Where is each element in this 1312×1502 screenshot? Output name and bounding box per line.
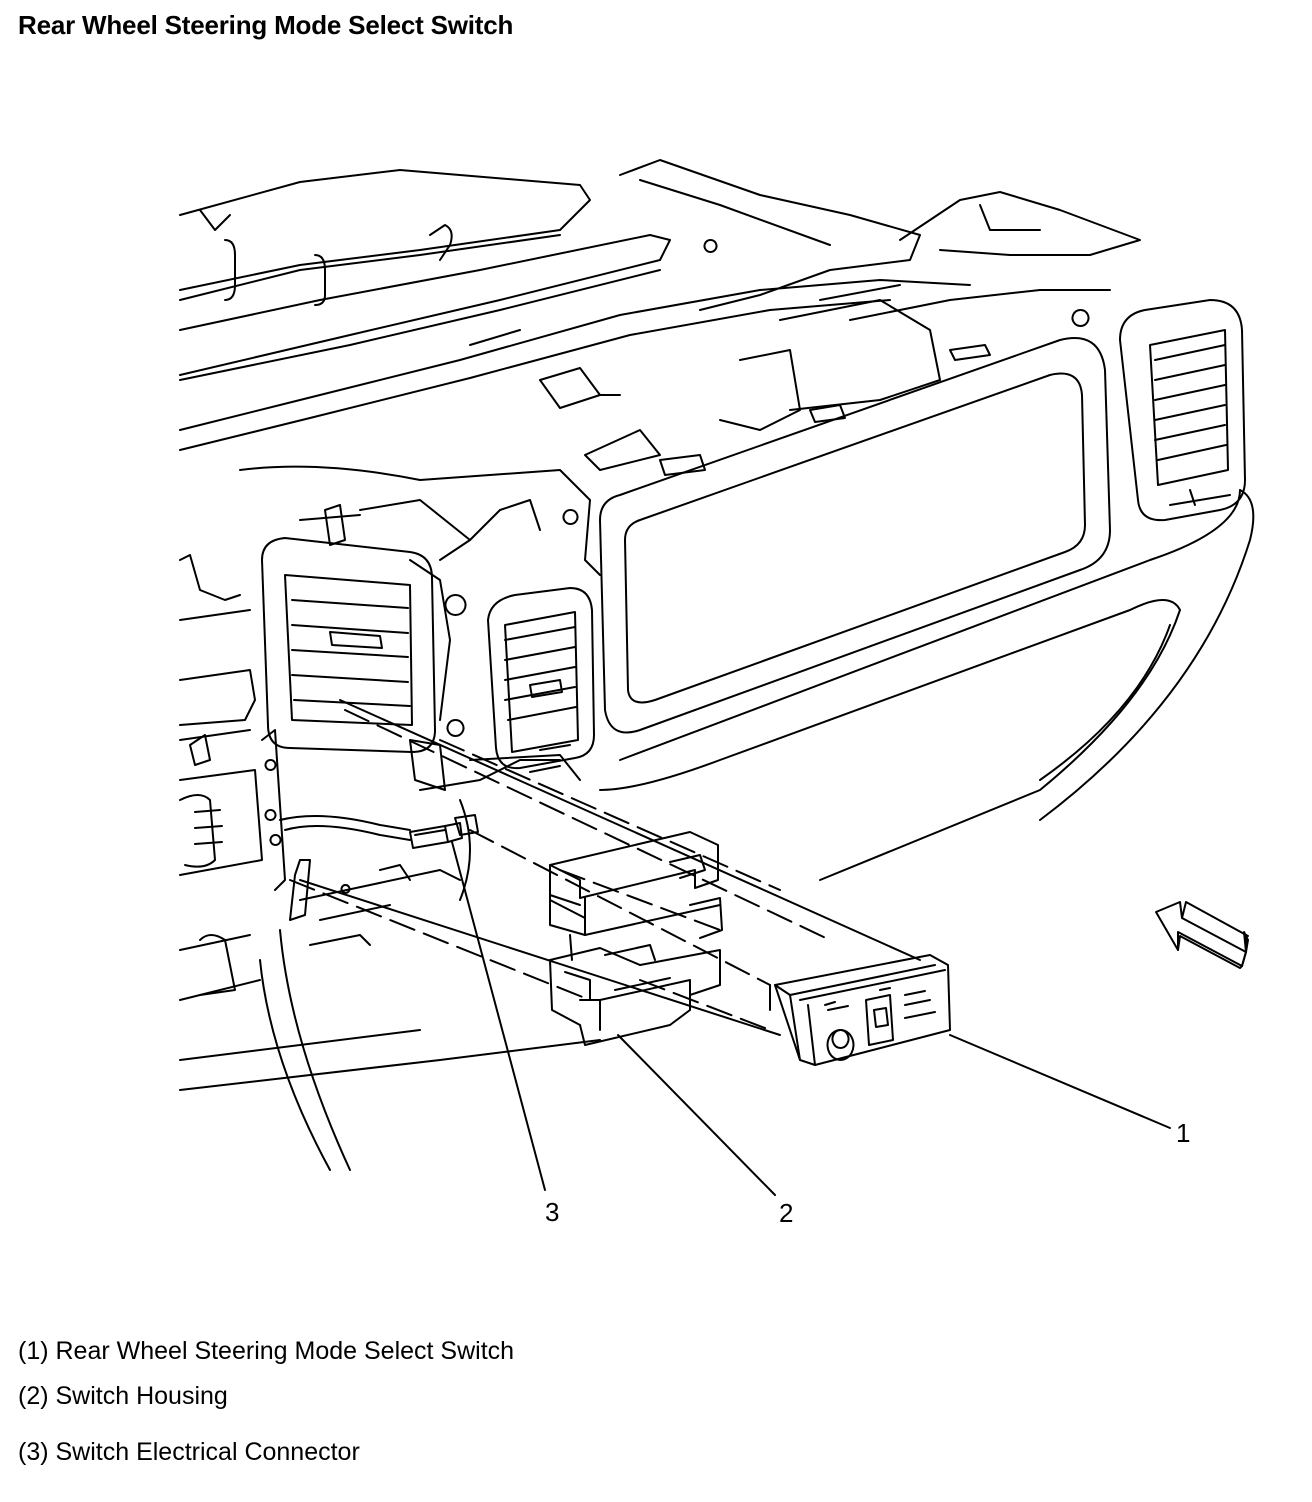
view-direction-arrow-icon xyxy=(1155,901,1249,969)
rear-wheel-steering-mode-select-switch xyxy=(769,954,951,1066)
callout-1: 1 xyxy=(1176,1118,1190,1148)
page-title: Rear Wheel Steering Mode Select Switch xyxy=(18,10,514,40)
legend-item-2: (2) Switch Housing xyxy=(18,1382,228,1410)
exploded-view-guide-lines xyxy=(289,709,831,1031)
dashboard-structure xyxy=(179,159,1255,1171)
legend-item-1: (1) Rear Wheel Steering Mode Select Swit… xyxy=(18,1337,515,1365)
switch-housing xyxy=(549,831,723,1046)
callout-2: 2 xyxy=(779,1198,793,1228)
solid-guide-lines xyxy=(299,699,921,1036)
legend-item-3: (3) Switch Electrical Connector xyxy=(18,1438,360,1466)
callout-3: 3 xyxy=(545,1197,559,1227)
switch-electrical-connector xyxy=(409,814,479,849)
leader-lines xyxy=(451,841,1171,1196)
